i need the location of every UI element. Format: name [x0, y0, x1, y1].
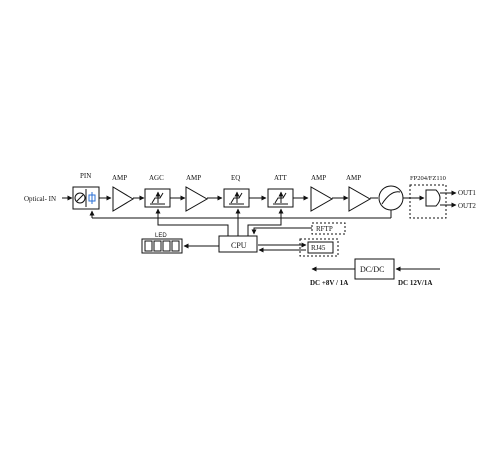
rj45-label: RJ45: [311, 244, 326, 252]
pin-label: PIN: [80, 172, 91, 180]
amp3-triangle: [310, 186, 334, 212]
amp3-label: AMP: [311, 174, 326, 182]
agc-label: AGC: [149, 174, 164, 182]
rj45-box: [307, 241, 334, 254]
splitter-symbol: [425, 189, 441, 207]
rftp-to-cpu: [251, 227, 312, 235]
amp2-label: AMP: [186, 174, 201, 182]
pin-block: [72, 186, 100, 210]
eq-label: EQ: [231, 174, 240, 182]
cpu-label: CPU: [231, 241, 247, 250]
agc-block: [144, 188, 171, 208]
amp2-triangle: [185, 186, 209, 212]
att-label: ATT: [274, 174, 288, 182]
led-display: [141, 238, 183, 254]
amp1-label: AMP: [112, 174, 127, 182]
amp4-triangle: [348, 186, 372, 212]
rftp-label: RFTP: [316, 225, 333, 233]
coupler-circle: [378, 185, 404, 211]
eq-block: [223, 188, 250, 208]
out1-label: OUT1: [458, 189, 476, 197]
cpu-to-att: [247, 208, 284, 236]
optical-in-label: Optical- IN: [24, 195, 56, 203]
amp4-label: AMP: [346, 174, 361, 182]
coupler-curve: [381, 191, 401, 205]
amp1-triangle: [112, 186, 134, 212]
out2-label: OUT2: [458, 202, 476, 210]
splitter-dashed-box: [409, 184, 447, 219]
rftp-box: [311, 222, 346, 235]
dcdc-label: DC/DC: [360, 265, 384, 274]
splitter-label: FP204/FZ110: [410, 175, 446, 182]
cpu-to-agc: [155, 208, 229, 236]
rj45-dashed-box: [299, 238, 339, 257]
dcdc-in-label: DC 12V/1A: [398, 279, 432, 287]
att-block: [267, 188, 294, 208]
led-label: LED: [155, 233, 167, 239]
dcdc-out-label: DC +8V / 1A: [310, 279, 348, 287]
